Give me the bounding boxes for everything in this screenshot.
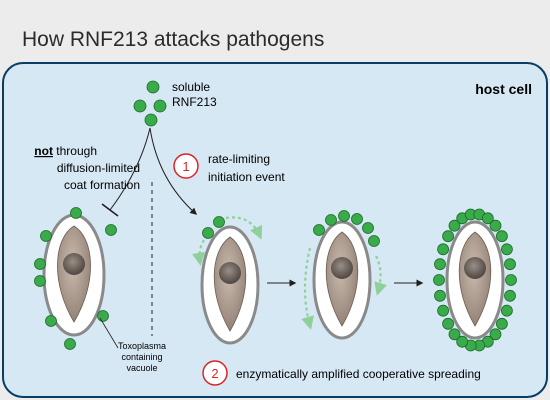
step2-text: enzymatically amplified cooperative spre… — [236, 367, 481, 381]
blocked-path-tbar — [101, 203, 119, 217]
vacuole-label-line1: Toxoplasma — [118, 341, 166, 351]
vacuole-icon — [200, 225, 260, 345]
protein-dot-icon — [70, 207, 82, 219]
protein-dot-icon — [495, 317, 508, 330]
vacuole1-proteins — [34, 207, 117, 350]
vacuole-icon — [445, 220, 505, 340]
protein-dot-icon — [433, 274, 445, 286]
protein-dot-icon — [351, 213, 363, 225]
protein-dot-icon — [97, 310, 109, 322]
protein-dot-icon — [481, 212, 494, 225]
protein-dot-icon — [202, 227, 214, 239]
protein-dot-icon — [489, 328, 502, 341]
protein-dot-icon — [495, 230, 508, 243]
vacuole4-proteins — [433, 208, 517, 352]
spread-arrow-icon — [374, 255, 387, 296]
protein-dot-icon — [442, 317, 455, 330]
spread-arrow-icon — [225, 216, 263, 240]
protein-dot-icon — [146, 80, 160, 94]
vacuole-label-pointer — [99, 317, 119, 349]
protein-dot-icon — [213, 216, 225, 228]
step1-number: 1 — [182, 159, 189, 174]
protein-dot-icon — [505, 274, 517, 286]
step1-ring — [173, 153, 199, 179]
soluble-label-line1: soluble — [172, 80, 210, 94]
protein-dot-icon — [34, 275, 46, 287]
protein-dot-icon — [105, 224, 117, 236]
protein-dot-icon — [437, 243, 450, 256]
protein-dot-icon — [362, 222, 374, 234]
step2-number: 2 — [211, 366, 218, 381]
protein-dot-icon — [40, 230, 52, 242]
protein-dot-icon — [313, 224, 325, 236]
protein-dot-icon — [368, 235, 380, 247]
protein-dot-icon — [144, 113, 158, 127]
protein-dot-icon — [64, 338, 76, 350]
host-cell-label: host cell — [475, 81, 532, 97]
vacuole-label-line3: vacuole — [126, 363, 157, 373]
protein-dot-icon — [437, 304, 450, 317]
blocked-path-line — [109, 127, 151, 211]
soluble-rnf213-cluster — [133, 80, 167, 127]
protein-dot-icon — [442, 230, 455, 243]
protein-dot-icon — [434, 289, 446, 302]
protein-dot-icon — [500, 243, 513, 256]
protein-dot-icon — [338, 210, 350, 222]
step1-line2: initiation event — [208, 170, 285, 184]
protein-dot-icon — [325, 214, 337, 226]
protein-dot-icon — [434, 258, 446, 271]
protein-dot-icon — [500, 304, 513, 317]
vacuole-label-line2: containing — [121, 352, 162, 362]
vacuole-icon — [42, 213, 106, 337]
blocked-line2: diffusion-limited — [57, 161, 140, 175]
blocked-line3: coat formation — [64, 178, 140, 192]
protein-dot-icon — [504, 258, 516, 271]
protein-dot-icon — [153, 99, 167, 113]
host-cell-panel — [2, 62, 548, 398]
protein-dot-icon — [448, 328, 461, 341]
soluble-label-line2: RNF213 — [172, 95, 217, 109]
vacuole3-proteins — [313, 210, 380, 247]
protein-dot-icon — [34, 258, 46, 270]
vacuole-icon — [312, 220, 372, 340]
protein-dot-icon — [45, 315, 57, 327]
protein-dot-icon — [448, 219, 461, 232]
protein-dot-icon — [456, 335, 469, 348]
spread-arrow-icon — [191, 239, 205, 266]
step1-line1: rate-limiting — [208, 152, 270, 166]
spread-arrow-icon — [301, 247, 314, 330]
blocked-line1-rest: through — [53, 144, 97, 158]
protein-dot-icon — [489, 219, 502, 232]
svg-text:not through: not through — [34, 144, 97, 158]
protein-dot-icon — [504, 289, 516, 302]
step2-ring — [202, 360, 228, 386]
page-title: How RNF213 attacks pathogens — [22, 28, 324, 51]
protein-dot-icon — [133, 99, 147, 113]
vacuole2-proteins — [202, 216, 225, 239]
initiation-path-arrow — [149, 127, 198, 215]
blocked-not-word: not — [34, 144, 53, 158]
